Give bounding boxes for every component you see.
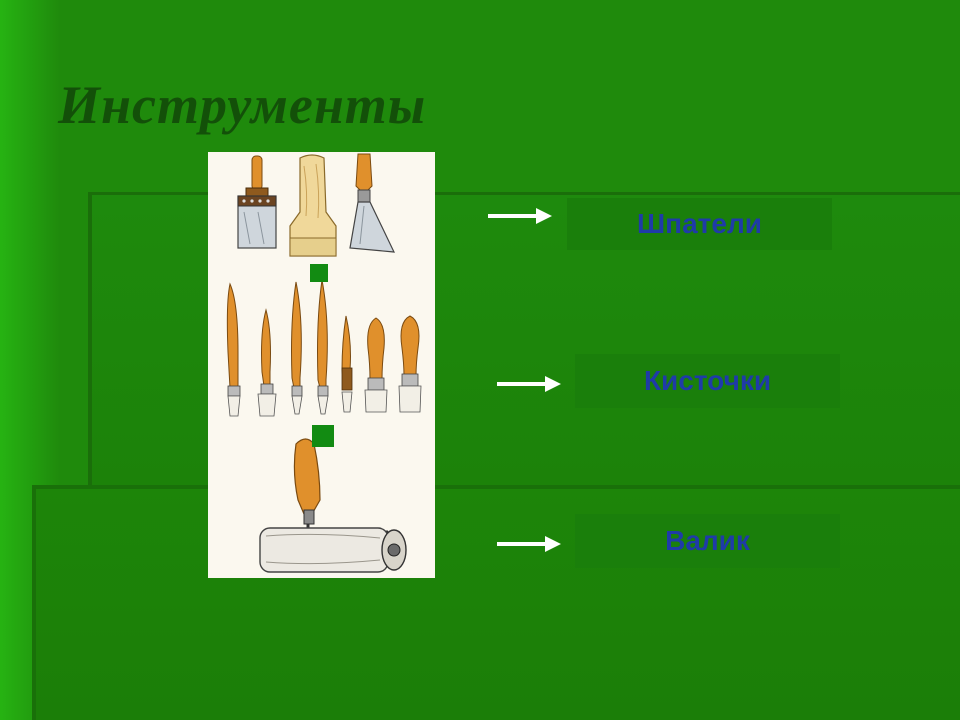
brush-icon [226, 282, 241, 417]
spatula-icon [237, 155, 277, 249]
slide-title: Инструменты [58, 75, 427, 135]
brush-icon [341, 315, 353, 413]
tools-drawing [226, 153, 422, 573]
spatula-icon [349, 153, 395, 253]
tools-illustration [208, 152, 435, 578]
separator-square [312, 425, 334, 447]
label-spatulas: Шпатели [567, 198, 832, 250]
label-roller: Валик [575, 514, 840, 568]
arrow-right-icon [488, 208, 552, 224]
brush-icon [317, 279, 329, 415]
brush-icon [257, 308, 277, 417]
separator-square [310, 264, 328, 282]
brush-icon [291, 281, 303, 415]
paint-roller-icon [259, 438, 407, 573]
arrow-right-icon [497, 536, 561, 552]
label-brushes: Кисточки [575, 354, 840, 408]
label-spatulas-text: Шпатели [637, 208, 762, 239]
brush-icon [364, 317, 388, 413]
label-brushes-text: Кисточки [643, 365, 772, 396]
arrow-right-icon [497, 376, 561, 392]
spatula-icon [289, 154, 337, 257]
brush-icon [398, 315, 422, 413]
label-roller-text: Валик [665, 525, 750, 556]
